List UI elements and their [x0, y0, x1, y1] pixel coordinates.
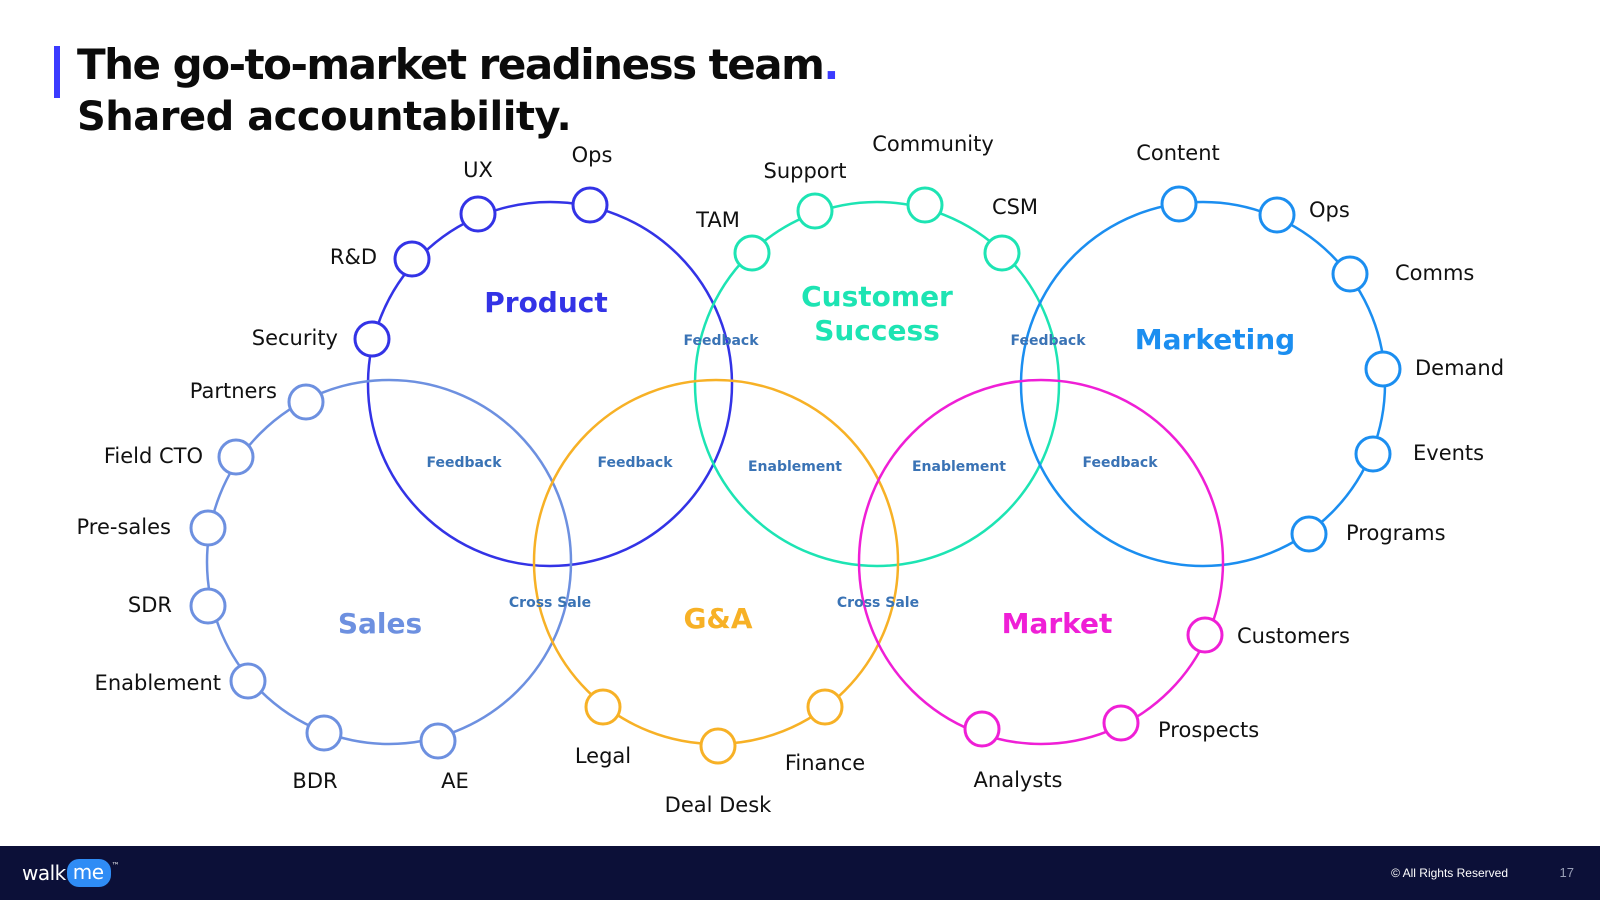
marketing-node-demand: [1364, 350, 1402, 388]
cs-member-community: Community: [872, 132, 994, 156]
marketing-node-ops: [1258, 196, 1296, 234]
ga-node-finance: [806, 688, 844, 726]
marketing-member-content: Content: [1136, 141, 1220, 165]
product-member-ops: Ops: [572, 143, 613, 167]
marketing-member-events: Events: [1413, 441, 1484, 465]
intersection-cs-market: Enablement: [912, 459, 1006, 475]
sales-node-bdr: [305, 714, 343, 752]
sales-member-sdr: SDR: [128, 593, 172, 617]
marketing-member-ops: Ops: [1309, 198, 1350, 222]
sales-node-partners: [287, 383, 325, 421]
team-label-customer-success-line2: Success: [814, 314, 940, 347]
sales-member-pre-sales: Pre-sales: [77, 515, 171, 539]
ga-node-legal: [584, 688, 622, 726]
cs-member-tam: TAM: [695, 208, 740, 232]
ga-member-deal-desk: Deal Desk: [665, 793, 773, 817]
team-label-marketing: Marketing: [1135, 323, 1295, 356]
title-dot: .: [823, 40, 839, 89]
sales-member-field-cto: Field CTO: [104, 444, 203, 468]
team-label-sales: Sales: [338, 607, 422, 640]
team-label-product: Product: [484, 286, 608, 319]
logo-me: me: [66, 859, 111, 887]
intersection-product-ga: Feedback: [597, 455, 673, 471]
intersection-cs-marketing: Feedback: [1010, 333, 1086, 349]
market-node-analysts: [963, 710, 1001, 748]
marketing-node-comms: [1331, 255, 1369, 293]
title-accent-bar: [54, 46, 60, 98]
page-number: 17: [1559, 865, 1574, 880]
intersection-cs-ga: Enablement: [748, 459, 842, 475]
marketing-member-comms: Comms: [1395, 261, 1474, 285]
cs-node-tam: [733, 234, 771, 272]
cs-node-support: [796, 192, 834, 230]
marketing-node-events: [1354, 435, 1392, 473]
logo-walk: walk: [22, 861, 66, 885]
cs-node-csm: [983, 234, 1021, 272]
gtm-venn-diagram: UX Ops R&D Security TAM Support Communit…: [77, 132, 1505, 817]
ga-member-finance: Finance: [785, 751, 865, 775]
marketing-node-content: [1160, 185, 1198, 223]
sales-node-sdr: [189, 587, 227, 625]
ga-member-legal: Legal: [575, 744, 631, 768]
cs-member-csm: CSM: [992, 195, 1038, 219]
sales-node-enablement: [229, 662, 267, 700]
product-node-rnd: [393, 240, 431, 278]
customer-success-circle: [693, 200, 1061, 568]
product-member-security: Security: [252, 326, 338, 350]
product-node-ops: [571, 186, 609, 224]
intersection-ga-market: Cross Sale: [837, 595, 919, 611]
market-member-customers: Customers: [1237, 624, 1350, 648]
sales-member-ae: AE: [441, 769, 469, 793]
product-node-security: [353, 320, 391, 358]
sales-node-field-cto: [217, 438, 255, 476]
page-subtitle: Shared accountability.: [77, 94, 572, 140]
ga-node-deal-desk: [699, 727, 737, 765]
page-title-text: The go-to-market readiness team: [77, 40, 825, 89]
sales-node-ae: [419, 722, 457, 760]
marketing-node-programs: [1290, 515, 1328, 553]
marketing-member-programs: Programs: [1346, 521, 1446, 545]
intersection-sales-ga: Cross Sale: [509, 595, 591, 611]
market-node-prospects: [1102, 704, 1140, 742]
market-node-customers: [1186, 616, 1224, 654]
product-member-rnd: R&D: [330, 245, 377, 269]
product-circle: [366, 200, 734, 568]
marketing-member-demand: Demand: [1415, 356, 1504, 380]
market-circle: [857, 378, 1225, 746]
sales-circle: [205, 378, 573, 746]
cs-member-support: Support: [763, 159, 846, 183]
team-label-customer-success-line1: Customer: [801, 280, 953, 313]
sales-node-pre-sales: [189, 509, 227, 547]
intersection-product-sales: Feedback: [426, 455, 502, 471]
sales-member-partners: Partners: [190, 379, 277, 403]
cs-node-community: [906, 186, 944, 224]
product-node-ux: [459, 195, 497, 233]
page-title: The go-to-market readiness team.: [77, 40, 839, 89]
logo-tm: ™: [111, 860, 120, 870]
intersection-product-cs: Feedback: [683, 333, 759, 349]
intersection-marketing-market: Feedback: [1082, 455, 1158, 471]
sales-member-enablement: Enablement: [95, 671, 221, 695]
team-label-ga: G&A: [683, 602, 752, 635]
sales-member-bdr: BDR: [292, 769, 337, 793]
copyright-text: © All Rights Reserved: [1391, 866, 1508, 880]
product-member-ux: UX: [463, 158, 493, 182]
market-member-analysts: Analysts: [974, 768, 1063, 792]
market-member-prospects: Prospects: [1158, 718, 1259, 742]
team-label-market: Market: [1002, 607, 1113, 640]
